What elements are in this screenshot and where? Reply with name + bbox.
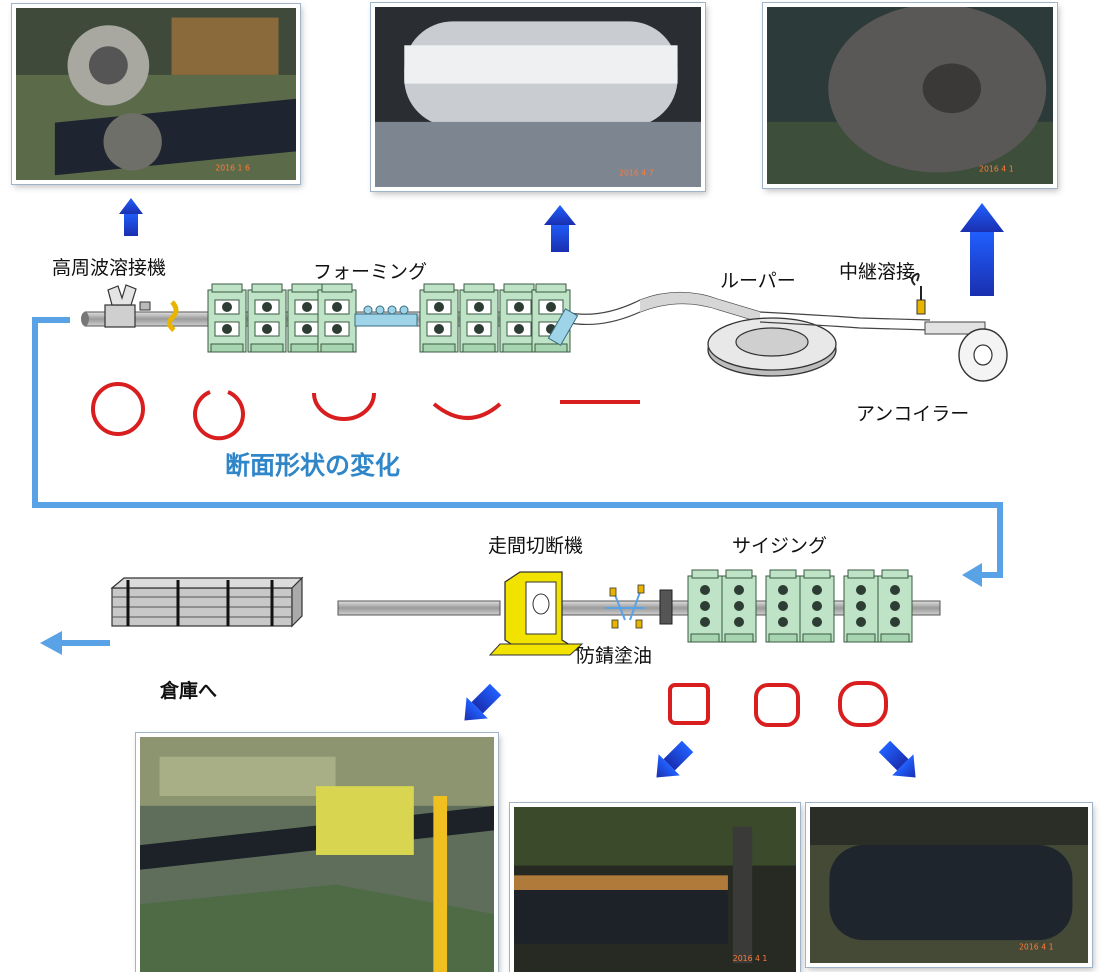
fin-pass-rolls xyxy=(354,305,418,327)
photo-forming: 2016 4 7 xyxy=(371,3,705,191)
arrow-up-forming xyxy=(544,205,576,252)
photo-datestamp: 2016 4 7 xyxy=(619,169,654,178)
arrow-up-uncoiler xyxy=(960,203,1004,296)
uncoiler xyxy=(924,321,1008,382)
looper xyxy=(707,311,931,377)
photo-welder: 2016 1 6 xyxy=(12,4,300,184)
section-near-closed xyxy=(193,390,245,441)
section-closed-circle xyxy=(91,382,145,436)
label-splice-weld: 中継溶接 xyxy=(839,261,916,283)
photo-cutter-line xyxy=(136,733,498,972)
photo-square-sizing-1: 2016 4 1 xyxy=(510,803,800,972)
flying-cutter xyxy=(488,571,584,656)
arrow-diag-square1 xyxy=(656,740,694,778)
arrow-diag-square2 xyxy=(878,740,916,778)
photo-square-sizing-2: 2016 4 1 xyxy=(806,803,1092,967)
label-welder: 高周波溶接機 xyxy=(52,257,167,279)
label-forming: フォーミング xyxy=(313,261,428,283)
strip-path xyxy=(547,291,761,346)
label-warehouse: 倉庫へ xyxy=(160,680,218,702)
photo-datestamp: 2016 4 1 xyxy=(733,954,768,963)
arrow-up-welder xyxy=(119,198,143,236)
flow-line xyxy=(32,317,1003,578)
cross-section-shapes xyxy=(91,382,640,441)
section-rounded-square xyxy=(754,683,800,727)
photo-datestamp: 2016 4 1 xyxy=(1019,943,1054,952)
photo-uncoiler: 2016 4 1 xyxy=(763,3,1057,188)
label-sizing: サイジング xyxy=(732,535,828,557)
photo-datestamp: 2016 4 1 xyxy=(979,165,1014,174)
forming-stands-1 xyxy=(207,283,357,353)
splice-welder xyxy=(911,272,926,315)
forming-stands-2 xyxy=(419,283,571,353)
label-looper: ルーパー xyxy=(720,270,796,292)
sizing-stands xyxy=(687,569,913,643)
label-cutter: 走間切断機 xyxy=(488,535,584,557)
section-u-shape xyxy=(312,392,376,421)
oil-station xyxy=(605,584,673,629)
label-cross-section-change: 断面形状の変化 xyxy=(225,451,401,480)
arrow-diag-cutter xyxy=(464,683,502,721)
section-shallow-arc xyxy=(432,402,502,420)
welder-machine xyxy=(104,284,179,332)
photo-datestamp: 2016 1 6 xyxy=(215,164,250,173)
warehouse-arrow xyxy=(40,631,110,655)
section-square xyxy=(668,683,710,725)
cut-pipe xyxy=(337,600,501,616)
section-round-square xyxy=(838,681,888,727)
square-sections xyxy=(668,681,888,727)
label-uncoiler: アンコイラー xyxy=(856,403,970,425)
label-rust-oil: 防錆塗油 xyxy=(576,645,653,667)
pipe-bundle xyxy=(110,576,304,628)
flow-arrowhead-right xyxy=(962,563,982,587)
